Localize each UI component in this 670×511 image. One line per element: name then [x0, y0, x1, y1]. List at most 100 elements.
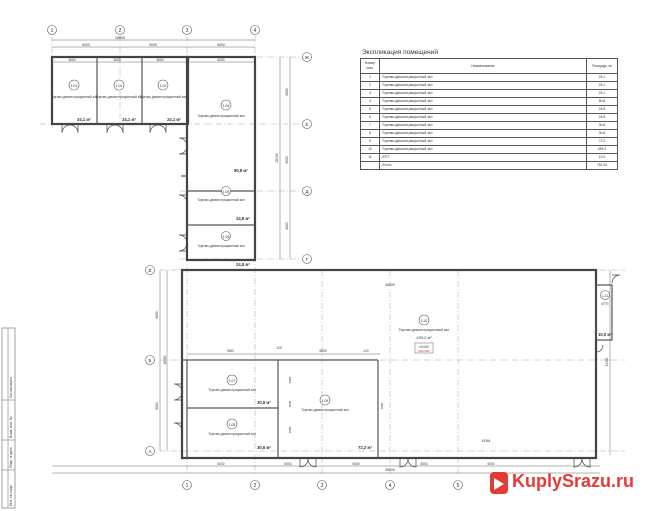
row-name: Торгово-демонстрационный зал — [379, 129, 587, 138]
axis-label-5-bottom: 5 — [457, 483, 460, 489]
axis-label-1-top: 1 — [51, 28, 54, 34]
row-number: 2 — [360, 81, 380, 90]
row-name: ИТП — [379, 153, 587, 162]
total-label: Итого: — [379, 161, 587, 170]
stamp-label-3: Взам. инв. № — [9, 416, 13, 438]
dim-left-1: 6000 — [155, 311, 159, 318]
dim-left-2: 6000 — [155, 402, 159, 409]
room-area-5: 24,8 м² — [236, 216, 250, 221]
room-num-9: 1.09 — [322, 399, 329, 403]
dim-small-5: 3800 — [288, 400, 292, 407]
axis-label-3-bottom: 3 — [321, 483, 324, 489]
row-number: 9 — [360, 137, 380, 146]
dim-inner-1: 7680 — [226, 349, 233, 353]
row-number: 6 — [360, 113, 380, 122]
row-name: Торгово-демонстрационный зал — [379, 121, 587, 130]
dim-bottom-2: 6000 — [284, 462, 291, 466]
dim-top-part-1: 6000 — [82, 43, 90, 47]
axis-label-a: А — [148, 449, 151, 454]
row-name: Торгово-демонстрационный зал — [379, 145, 587, 154]
axis-label-v: В — [148, 268, 151, 273]
dim-small-4: 6200 — [217, 58, 224, 62]
row-area: 24.8 — [586, 105, 618, 114]
door-icons — [61, 124, 621, 468]
axis-marker-1 — [47, 25, 57, 35]
watermark-logo-icon — [490, 472, 508, 494]
row-number: 3 — [360, 89, 380, 98]
axis-label-4-bottom: 4 — [389, 483, 392, 489]
row-name: Торгово-демонстрационный зал — [379, 81, 587, 90]
axis-label-zh: Ж — [305, 55, 310, 60]
room-name-9: Торгово-демонстрационный зал — [301, 408, 349, 412]
dim-small-8: 2880 — [288, 426, 292, 433]
room-area-11: 10,0 м² — [598, 332, 612, 337]
dim-right-3: 6000 — [285, 222, 289, 229]
room-num-7: 1.07 — [229, 379, 236, 383]
row-area: 72.2 — [586, 137, 618, 146]
watermark-text: KuplуSrazu.ru — [512, 471, 635, 491]
room-num-11: 1.11 — [602, 294, 608, 298]
row-number: 5 — [360, 105, 380, 114]
row-name: Торгово-демонстрационный зал — [379, 105, 587, 114]
row-name: Торгово-демонстрационный зал — [379, 73, 587, 82]
axis-label-3-top: 3 — [186, 28, 189, 34]
header-number: Номер пом. — [360, 58, 380, 74]
dim-inner-4: 120 — [363, 349, 369, 353]
dimension-lines — [52, 39, 611, 474]
dim-small-3: 3000 — [156, 58, 163, 62]
room-name-3: Торгово-демонстрационный зал — [139, 95, 187, 99]
row-number: 7 — [360, 121, 380, 130]
axis-label-e: Е — [305, 122, 308, 127]
row-area: 24.1 — [586, 89, 618, 98]
room-name-2: Торгово-демонстрационный зал — [95, 95, 143, 99]
room-area-2: 24,1 м² — [122, 117, 136, 122]
axis-label-g: Г — [306, 257, 309, 262]
dim-right-side: 14300 — [605, 357, 609, 366]
header-name: Наименование — [379, 58, 587, 74]
axis-marker-2 — [115, 25, 125, 35]
row-area: 30.6 — [586, 121, 618, 130]
row-area: 24.8 — [586, 113, 618, 122]
dim-small-7: 2980 — [288, 376, 292, 383]
axis-label-4-top: 4 — [254, 28, 257, 34]
room-area-6: 24,8 м² — [236, 262, 250, 267]
dim-right-1: 6000 — [285, 88, 289, 95]
dim-bottom-3: 6000 — [352, 462, 359, 466]
room-num-4: 1.04 — [223, 104, 230, 108]
room-labels: 1.01 Торгово-демонстрационный зал 24,1 м… — [50, 79, 613, 450]
dim-corridor: 19364 — [482, 439, 491, 443]
room-name-11: ИТП — [602, 302, 610, 306]
axis-label-2-bottom: 2 — [254, 483, 257, 489]
row-area: 24.1 — [586, 81, 618, 90]
dim-bottom-total: 36000 — [385, 468, 395, 472]
room-area-9: 72,2 м² — [358, 445, 372, 450]
axis-label-b: Б — [149, 358, 152, 363]
axis-label-1-bottom: 1 — [186, 483, 189, 489]
row-area: 30.6 — [586, 129, 618, 138]
stamp-label-4: Согласовано — [9, 377, 13, 398]
room-name-10: Торгово-демонстрационный зал — [399, 328, 450, 332]
room-area-10: 499,2 м² — [416, 335, 432, 340]
row-name: Торгово-демонстрационный зал — [379, 89, 587, 98]
header-area: Площадь, м² — [586, 58, 618, 74]
row-number: 8 — [360, 129, 380, 138]
dim-small-2: 3000 — [113, 58, 120, 62]
room-name-6: Торгово-демонстрационный зал — [197, 244, 245, 248]
dim-bottom-4: 6000 — [420, 462, 427, 466]
room-name-7: Торгово-демонстрационный зал — [208, 388, 256, 392]
room-area-8: 30,6 м² — [257, 445, 271, 450]
axis-marker-3 — [182, 25, 192, 35]
room-num-1: 1.01 — [71, 84, 78, 88]
dim-right-2: 6000 — [285, 156, 289, 163]
room-num-8: 1.08 — [229, 423, 236, 427]
dim-small-1: 3000 — [68, 58, 75, 62]
